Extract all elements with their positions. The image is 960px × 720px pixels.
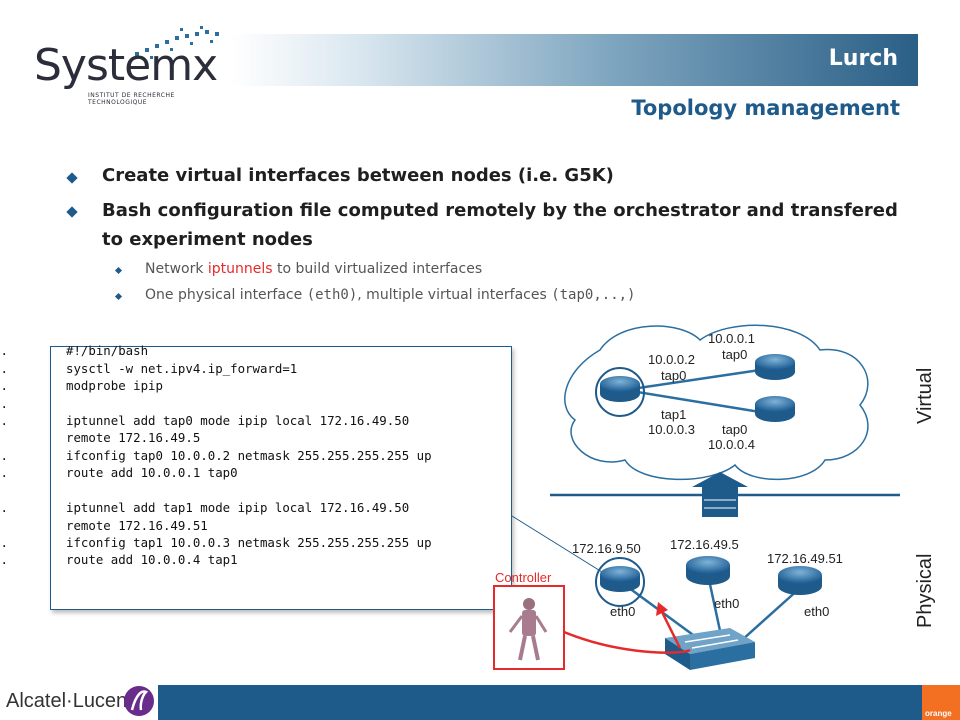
sub-bullet-2: One physical interface (eth0), multiple … bbox=[145, 287, 636, 303]
vtap-left-top: tap0 bbox=[661, 368, 687, 383]
controller-label: Controller bbox=[495, 570, 552, 585]
systemx-logo: Systemx INSTITUT DE RECHERCHE TECHNOLOGI… bbox=[30, 26, 230, 116]
router-icon bbox=[755, 396, 795, 422]
alcatel-lucent-logo: Alcatel·Lucent bbox=[6, 690, 133, 712]
header-band bbox=[230, 34, 918, 86]
bullet-icon bbox=[66, 206, 78, 218]
bullet-icon bbox=[66, 172, 78, 184]
footer-band bbox=[158, 685, 923, 720]
bash-script-box bbox=[50, 346, 512, 610]
vtap-left-bottom: tap1 bbox=[661, 407, 687, 422]
peth-right: eth0 bbox=[804, 604, 830, 619]
bullet-2-line1: Bash configuration file computed remotel… bbox=[102, 200, 898, 221]
pip-right: 172.16.49.51 bbox=[767, 551, 843, 566]
bullet-1: Create virtual interfaces between nodes … bbox=[102, 165, 614, 186]
router-icon bbox=[600, 376, 640, 402]
logo-dots-icon bbox=[135, 26, 219, 59]
virtual-label: Virtual bbox=[914, 367, 936, 424]
sub-bullet-icon bbox=[114, 292, 123, 301]
vip-left-bottom: 10.0.0.3 bbox=[648, 422, 695, 437]
alcatel-lucent-icon bbox=[124, 686, 154, 716]
logo-wordmark: Systemx bbox=[34, 40, 218, 91]
sub-bullet-icon bbox=[114, 266, 123, 275]
vip-top: 10.0.0.1 bbox=[708, 331, 755, 346]
vip-bottom: 10.0.0.4 bbox=[708, 437, 755, 452]
page-title: Topology management bbox=[631, 96, 900, 120]
virtual-cloud bbox=[564, 324, 869, 481]
router-icon bbox=[600, 566, 640, 592]
physical-label: Physical bbox=[914, 553, 936, 628]
switch-icon bbox=[665, 628, 755, 670]
orange-logo: orange bbox=[922, 685, 960, 720]
pip-left: 172.16.9.50 bbox=[572, 541, 641, 556]
controller-figure-icon bbox=[508, 598, 548, 661]
router-icon bbox=[778, 566, 822, 595]
sub-bullet-1: Network iptunnels to build virtualized i… bbox=[145, 261, 483, 277]
vtap-bottom: tap0 bbox=[722, 422, 748, 437]
peth-mid: eth0 bbox=[714, 596, 740, 611]
router-icon bbox=[686, 556, 730, 585]
router-icon bbox=[755, 354, 795, 380]
vip-left-top: 10.0.0.2 bbox=[648, 352, 695, 367]
pip-mid: 172.16.49.5 bbox=[670, 537, 739, 552]
up-arrow-icon bbox=[692, 472, 748, 517]
bullet-2-line2: to experiment nodes bbox=[102, 229, 313, 250]
diagram-graphics bbox=[493, 324, 900, 670]
network-diagram: 10.0.0.2 tap0 tap1 10.0.0.3 10.0.0.1 tap… bbox=[480, 310, 960, 690]
logo-tagline: INSTITUT DE RECHERCHE TECHNOLOGIQUE bbox=[88, 92, 175, 106]
project-name: Lurch bbox=[828, 46, 898, 71]
peth-left: eth0 bbox=[610, 604, 636, 619]
vtap-top: tap0 bbox=[722, 347, 748, 362]
